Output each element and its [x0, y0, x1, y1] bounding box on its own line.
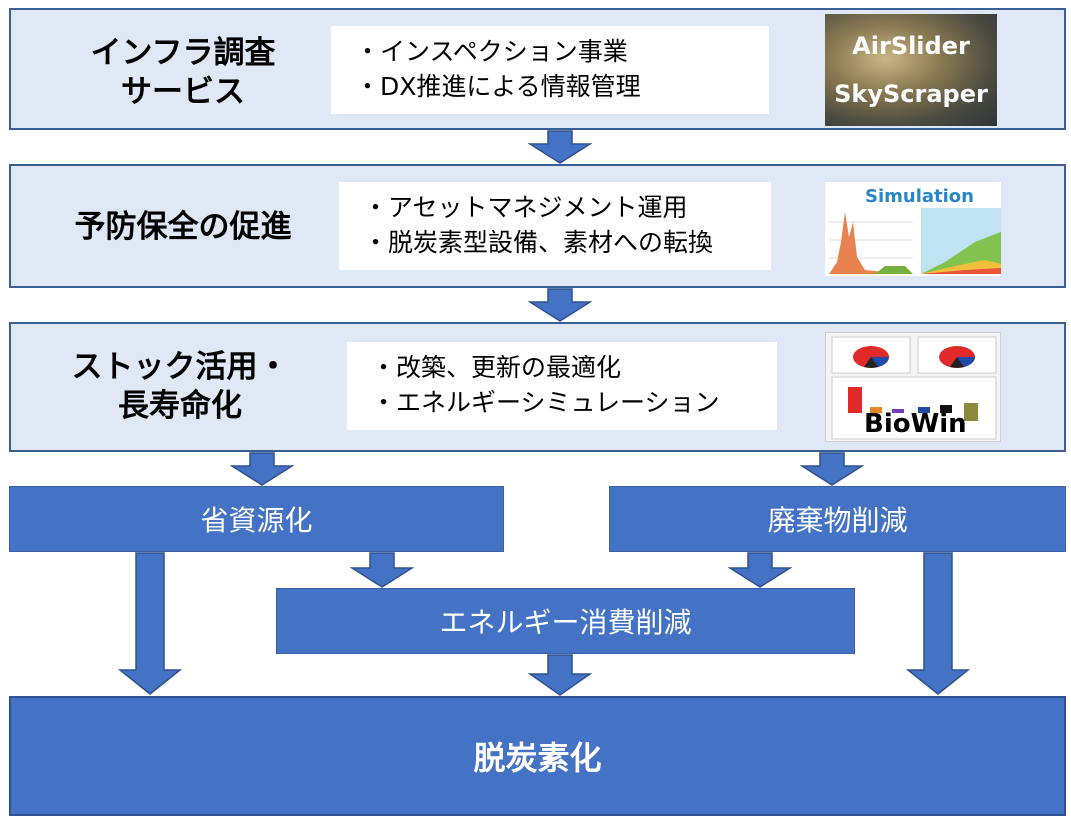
down-arrow — [230, 452, 294, 486]
photo-label-line1: AirSlider — [852, 32, 970, 60]
final-decarbonization: 脱炭素化 — [9, 696, 1066, 816]
bullet-box: ・アセットマネジメント運用 ・脱炭素型設備、素材への転換 — [339, 182, 771, 270]
bullet-box: ・改築、更新の最適化 ・エネルギーシミュレーション — [347, 342, 777, 430]
photo-label-line2: SkyScraper — [834, 80, 988, 108]
down-arrow — [728, 552, 792, 588]
outcome-waste-reduction: 廃棄物削減 — [609, 486, 1066, 552]
final-label: 脱炭素化 — [473, 739, 602, 777]
bullet-box: ・インスペクション事業 ・DX推進による情報管理 — [331, 26, 769, 114]
biowin-label: BioWin — [864, 409, 967, 439]
bullet-item: ・改築、更新の最適化 — [371, 353, 622, 382]
down-arrow — [528, 654, 592, 696]
outcome-energy-reduction: エネルギー消費削減 — [276, 588, 855, 654]
simulation-label: Simulation — [865, 186, 974, 207]
down-arrow — [528, 130, 592, 164]
stage-title-line2: 長寿命化 — [118, 387, 242, 424]
down-arrow — [800, 452, 864, 486]
outcome-resource-saving: 省資源化 — [9, 486, 504, 552]
stage-title-line1: ストック活用・ — [71, 349, 289, 385]
stage-title-line1: 予防保全の促進 — [74, 209, 292, 245]
down-arrow — [350, 552, 414, 588]
airslider-photo: AirSlider SkyScraper — [825, 14, 997, 126]
outcome-label: 廃棄物削減 — [767, 504, 908, 537]
stage-title: インフラ調査 サービス — [53, 34, 313, 112]
simulation-chart-image: Simulation — [825, 182, 1001, 276]
bullet-item: ・エネルギーシミュレーション — [371, 388, 720, 417]
long-down-arrow — [118, 552, 182, 696]
bullet-item: ・アセットマネジメント運用 — [363, 193, 688, 222]
bullet-item: ・インスペクション事業 — [355, 37, 628, 66]
stage-title: ストック活用・ 長寿命化 — [45, 348, 315, 426]
outcome-label: 省資源化 — [200, 504, 313, 537]
stage-title-line1: インフラ調査 — [90, 35, 276, 71]
stage-preventive-maintenance: 予防保全の促進 ・アセットマネジメント運用 ・脱炭素型設備、素材への転換 Sim… — [9, 164, 1066, 288]
stage-title: 予防保全の促進 — [53, 208, 313, 247]
outcome-label: エネルギー消費削減 — [439, 606, 692, 639]
stage-stock-utilization: ストック活用・ 長寿命化 ・改築、更新の最適化 ・エネルギーシミュレーション B… — [9, 322, 1066, 452]
long-down-arrow — [906, 552, 970, 696]
stage-infra-survey: インフラ調査 サービス ・インスペクション事業 ・DX推進による情報管理 Air… — [9, 8, 1066, 130]
bullet-item: ・DX推進による情報管理 — [355, 72, 641, 101]
down-arrow — [528, 288, 592, 322]
bullet-item: ・脱炭素型設備、素材への転換 — [363, 228, 714, 257]
stage-title-line2: サービス — [121, 73, 245, 110]
biowin-screenshot: BioWin — [825, 332, 1001, 442]
